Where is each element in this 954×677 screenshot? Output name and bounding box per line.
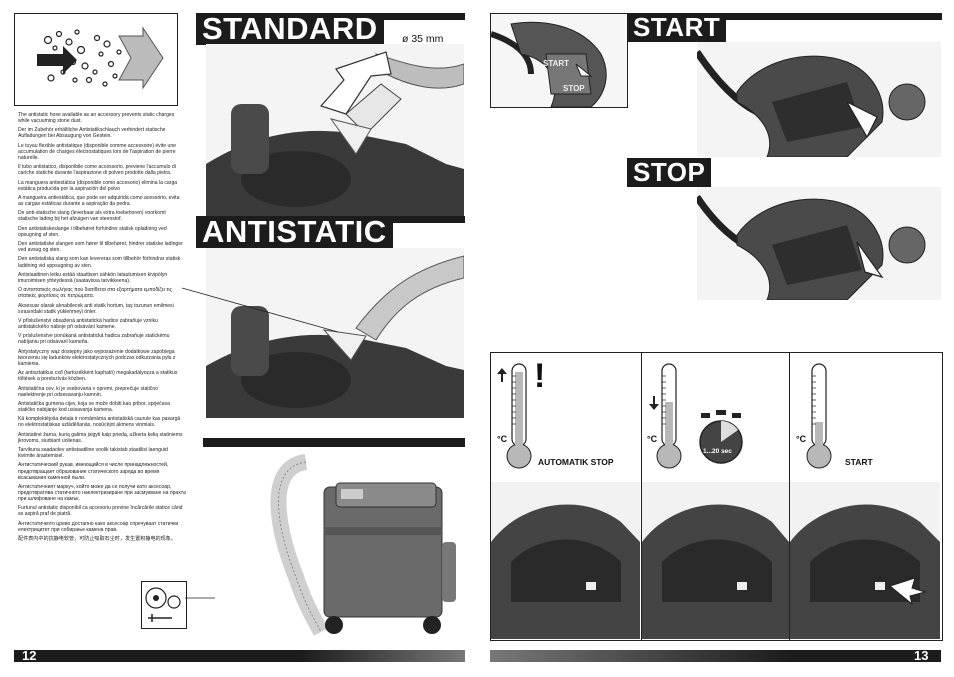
dust-filter-illustration [14, 13, 178, 106]
description-paragraph: Antistaattinen letku estää staattisen sä… [18, 271, 168, 284]
description-paragraph: Antystatyczny wąż dostępny jako wyposaże… [18, 348, 176, 367]
description-paragraph: Il tubo antistatico, disponibile come ac… [18, 164, 176, 177]
stop-heading: STOP [627, 158, 712, 187]
left-page-number: 12 [22, 648, 37, 663]
description-paragraph: Den antistatiska slang som kan levereras… [18, 256, 181, 269]
timer-duration-label: 1...20 sec [703, 448, 732, 455]
description-paragraph: Der im Zubehör erhältliche Antistatiksch… [18, 127, 166, 140]
thermometer-icon [506, 363, 532, 469]
thermometer-icon [656, 363, 682, 469]
description-paragraph: Kā komplektējoša detaļa ir nomāmāma anti… [18, 416, 181, 429]
stop-handle-illustration [697, 187, 941, 300]
handle-illustration-3 [790, 482, 940, 639]
panel-divider-2 [789, 352, 790, 641]
description-paragraph: Антистатичкото црево достапно како аксес… [18, 520, 179, 533]
description-paragraph: De anti-statische slang (leverbaar als e… [18, 210, 166, 223]
description-paragraph: Антистатический рукав, имеющийся в числе… [18, 462, 169, 481]
right-page-footer-fade [490, 650, 790, 662]
antistatic-hose-illustration [206, 248, 464, 418]
start-heading: START [627, 13, 727, 42]
handle-illustration-2 [642, 482, 789, 639]
antistatic-heading: ANTISTATIC [196, 216, 393, 248]
stopwatch-icon [699, 410, 743, 464]
automatik-stop-caption: AUTOMATIK STOP [538, 457, 614, 467]
hose-diameter-label: ø 35 mm [402, 33, 444, 45]
description-paragraph: Aksesuar olarak alınabilecek anti statik… [18, 302, 174, 315]
switch-detail-illustration: START STOP [490, 13, 628, 108]
start-caption: START [845, 457, 873, 467]
description-paragraph: Furtunul antistatic disponibil ca acceso… [18, 505, 183, 518]
description-paragraph: Ο αντιστατικός σωλήνας που διατίθεται στ… [18, 287, 172, 300]
warning-exclamation: ! [534, 357, 546, 395]
start-handle-illustration [697, 42, 941, 157]
arrow-up-icon [497, 368, 507, 382]
right-page-number: 13 [914, 648, 929, 663]
standard-hose-illustration [206, 44, 464, 216]
standard-heading: STANDARD [196, 13, 384, 45]
thermometer-icon [806, 363, 832, 469]
description-paragraph: A mangueira antiestática, que pode ser a… [18, 194, 180, 208]
description-paragraph: Антистатичният маркуч, който може да се … [18, 483, 186, 503]
accessory-leader-line [185, 597, 215, 599]
description-paragraph: Az antisztatikus cső (tartozékként kapha… [18, 370, 178, 383]
celsius-label-1: °C [497, 434, 508, 444]
switch-stop-label: STOP [563, 84, 585, 93]
switch-start-label: START [543, 59, 570, 68]
vacuum-cleaner-illustration [206, 447, 464, 639]
arrow-down-icon [649, 396, 659, 410]
description-paragraph: La manguera antiestática (disponible com… [18, 179, 178, 192]
description-paragraph: 配件表内中的抗静电软管，可防止吸取石尘时，发生置积静电的现象。 [18, 536, 176, 543]
description-paragraph: Den antistatiskeslange i tilbehøret forh… [18, 225, 167, 238]
description-paragraph: The antistatic hose available as an acce… [18, 112, 175, 125]
description-paragraph: Antistatička gumena cijev, koja se može … [18, 400, 170, 414]
description-paragraph: V příslušenství obsažená antistatická ha… [18, 317, 158, 331]
celsius-label-2: °C [647, 434, 658, 444]
description-paragraph: Antistatična cev, ki je vsebovana v opre… [18, 385, 159, 398]
vacuum-heading-band [203, 438, 465, 447]
accessory-icon-box [141, 581, 187, 629]
leader-line [181, 287, 339, 333]
left-page-footer-fade [300, 650, 465, 662]
description-paragraph: Den antistatiske slangen som hører til t… [18, 241, 183, 254]
start-heading-band [630, 13, 942, 20]
description-paragraph: Antistatinė žarna, kurią galima įsigyti … [18, 431, 183, 444]
description-paragraph: V príslušenstve ponúkaná antistatická ha… [18, 333, 170, 346]
description-paragraph: Tarvikuna saadaolev antistaatiline vooli… [18, 447, 168, 460]
celsius-label-3: °C [796, 434, 807, 444]
description-paragraph: Le tuyau flexible antistatique (disponib… [18, 142, 176, 161]
antistatic-description-text: The antistatic hose available as an acce… [18, 112, 186, 582]
panel-divider-1 [641, 352, 642, 641]
handle-illustration-1 [491, 482, 640, 639]
